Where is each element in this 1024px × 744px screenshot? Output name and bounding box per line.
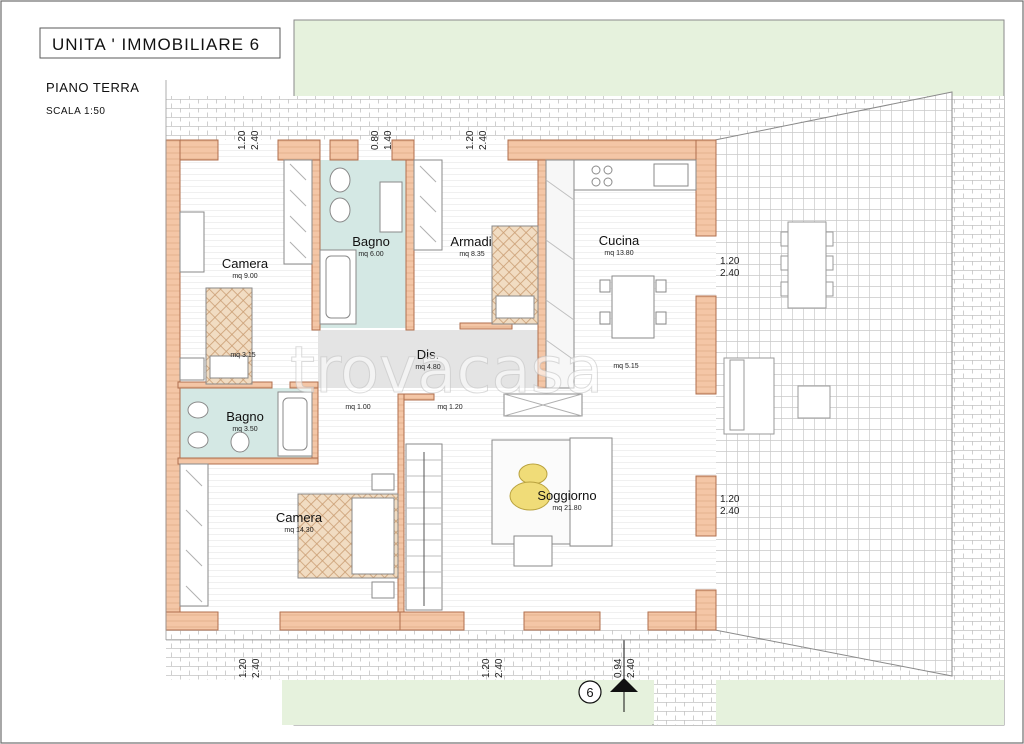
room-area-bagno-2: mq 3.50	[232, 426, 257, 433]
bagno-1-fixtures	[319, 167, 403, 325]
room-area-cucina-2: mq 5.15	[613, 363, 638, 370]
cucina-furniture	[545, 159, 697, 389]
room-name-armadi: Armadi	[450, 234, 491, 249]
dimension-bottom-3-height: 2.40	[626, 658, 637, 678]
camera-1-furniture	[179, 159, 313, 385]
dimension-right-2-width: 1.20	[720, 494, 740, 505]
dimension-right-1-height: 2.40	[720, 268, 740, 279]
dimension-top-2-width: 0.80	[370, 130, 381, 150]
scale-label: SCALA 1:50	[46, 106, 105, 117]
room-name-bagno-2: Bagno	[226, 409, 264, 424]
entrance-unit-number: 6	[586, 685, 593, 700]
room-area-dis: mq 4.80	[415, 364, 440, 371]
room-area-soggiorno: mq 21.80	[552, 505, 581, 512]
room-area-camera-1-closet: mq 3.15	[230, 352, 255, 359]
dimension-top-1-height: 2.40	[250, 130, 261, 150]
room-name-camera-1: Camera	[222, 256, 269, 271]
floor-label: PIANO TERRA	[46, 80, 139, 95]
title-box	[39, 27, 281, 59]
dimension-bottom-3-width: 0.94	[613, 658, 624, 678]
terrace	[714, 91, 953, 677]
bagno-2-fixtures	[187, 391, 313, 457]
corridor-floor	[318, 330, 544, 388]
room-area-dis-2: mq 1.00	[345, 404, 370, 411]
sheet-title: UNITA ' IMMOBILIARE 6	[52, 35, 260, 54]
dimension-top-2-height: 1.40	[383, 130, 394, 150]
watermark: trovacasa	[290, 334, 603, 408]
dimension-right-1-width: 1.20	[720, 256, 740, 267]
camera-2-furniture	[179, 463, 399, 607]
dimension-right-2-height: 2.40	[720, 506, 740, 517]
dimension-bottom-1-width: 1.20	[238, 658, 249, 678]
room-name-soggiorno: Soggiorno	[537, 488, 596, 503]
dimension-top-3-width: 1.20	[465, 130, 476, 150]
armadi-furniture	[413, 159, 539, 325]
dimension-top-3-height: 2.40	[478, 130, 489, 150]
room-area-bagno-1: mq 6.00	[358, 251, 383, 258]
room-area-camera-1: mq 9.00	[232, 273, 257, 280]
room-name-camera-2: Camera	[276, 510, 323, 525]
room-area-dis-3: mq 1.20	[437, 404, 462, 411]
room-area-cucina: mq 13.80	[604, 250, 633, 257]
dimension-bottom-2-width: 1.20	[481, 658, 492, 678]
walls	[165, 139, 717, 631]
dimension-bottom-1-height: 2.40	[251, 658, 262, 678]
entrance-marker	[578, 640, 638, 712]
room-area-camera-2: mq 14.30	[284, 527, 313, 534]
dimension-ticks	[165, 80, 716, 641]
stairs	[405, 443, 443, 611]
dimension-top-1-width: 1.20	[237, 130, 248, 150]
room-area-armadi: mq 8.35	[459, 251, 484, 258]
room-name-bagno-1: Bagno	[352, 234, 390, 249]
room-name-dis: Dis.	[417, 347, 439, 362]
room-name-cucina: Cucina	[599, 233, 640, 248]
dimension-bottom-2-height: 2.40	[494, 658, 505, 678]
ottoman	[509, 463, 551, 511]
